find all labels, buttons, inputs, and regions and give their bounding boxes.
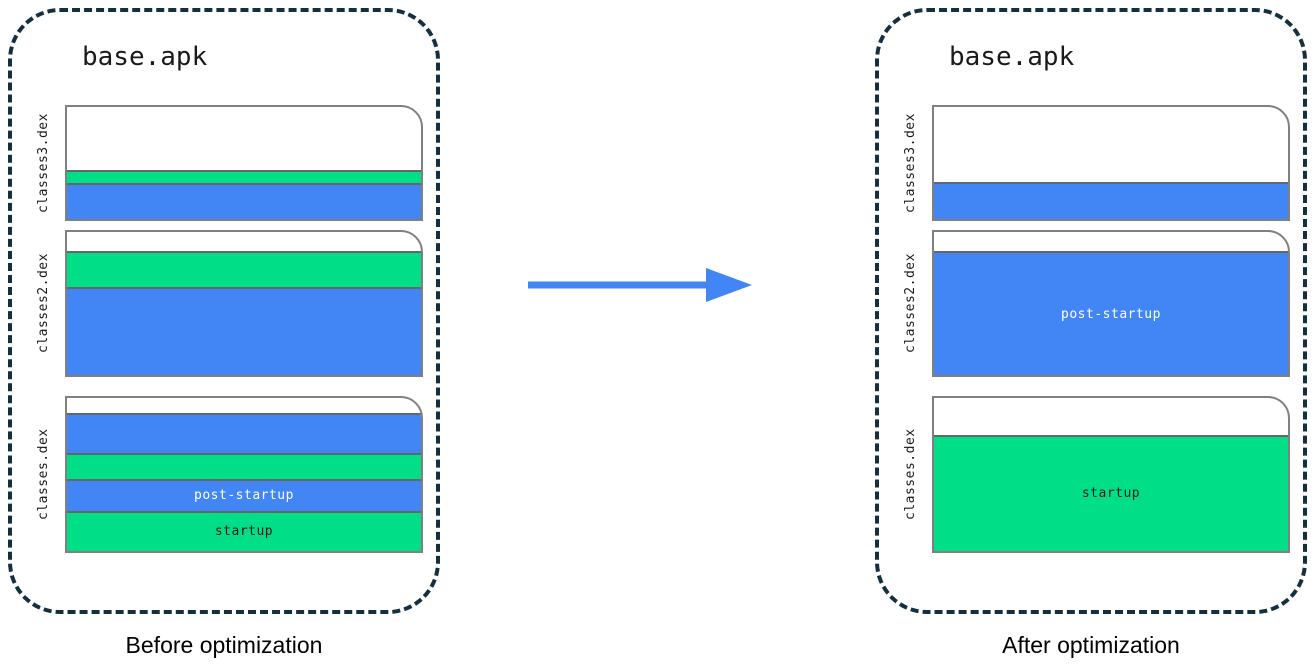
caption-after-optimization: After optimization [1002, 632, 1180, 658]
segment-stack: post-startup startup [67, 412, 421, 551]
dex-block-classes3-dex [932, 105, 1290, 221]
segment-stack [934, 181, 1288, 219]
segment-stack [67, 251, 421, 375]
dex-label-classes-dex: classes.dex [903, 428, 918, 521]
segment-startup [67, 453, 421, 479]
apk-container-before: base.apk [8, 8, 440, 614]
apk-title-after: base.apk [949, 42, 1075, 72]
caption-before-optimization: Before optimization [125, 632, 323, 658]
segment-post-startup: post-startup [67, 478, 421, 511]
segment-startup [67, 251, 421, 288]
dex-block-classes-dex: startup [932, 396, 1290, 553]
segment-label: post-startup [194, 488, 294, 504]
dex-block-classes2-dex [65, 230, 423, 377]
segment-stack: post-startup [934, 251, 1288, 375]
segment-stack: startup [934, 434, 1288, 551]
segment-post-startup [934, 181, 1288, 219]
segment-stack [67, 170, 421, 219]
dex-label-classes2-dex: classes2.dex [903, 253, 918, 354]
dex-label-classes2-dex: classes2.dex [36, 253, 51, 354]
segment-label: startup [214, 524, 274, 540]
segment-post-startup: post-startup [934, 251, 1288, 375]
segment-label: startup [1081, 486, 1141, 502]
segment-startup [67, 170, 421, 183]
arrow-head [706, 268, 752, 302]
dex-block-classes3-dex [65, 105, 423, 221]
dex-block-classes-dex: post-startup startup [65, 396, 423, 553]
apk-title-before: base.apk [82, 42, 208, 72]
segment-post-startup [67, 412, 421, 454]
segment-startup: startup [934, 434, 1288, 551]
segment-startup: startup [67, 510, 421, 551]
dex-label-classes3-dex: classes3.dex [903, 113, 918, 213]
dex-label-classes3-dex: classes3.dex [36, 113, 51, 213]
dex-block-classes2-dex: post-startup [932, 230, 1290, 377]
apk-container-after: base.apk [875, 8, 1307, 614]
segment-post-startup [67, 287, 421, 375]
transition-arrow [528, 268, 752, 302]
dex-label-classes-dex: classes.dex [36, 428, 51, 521]
segment-label: post-startup [1061, 306, 1161, 322]
segment-post-startup [67, 182, 421, 219]
